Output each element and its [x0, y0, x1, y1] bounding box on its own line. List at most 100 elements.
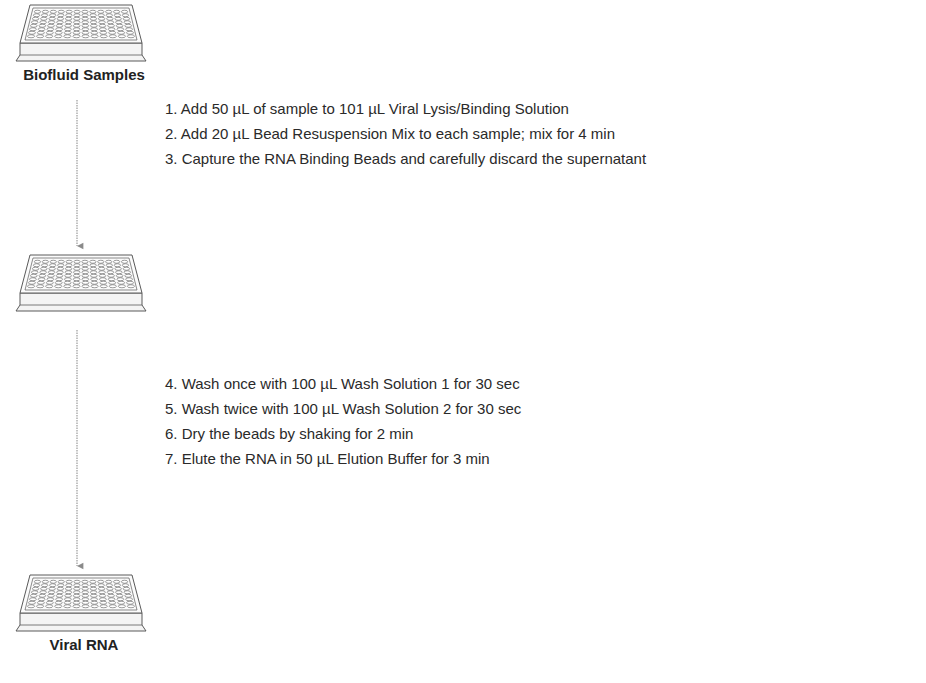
plate-label: Biofluid Samples	[12, 66, 156, 83]
plate-well	[115, 17, 122, 20]
plate-well	[122, 584, 128, 587]
plate-top	[20, 5, 142, 43]
plate-well	[64, 605, 71, 608]
plate-well	[90, 580, 96, 583]
plate-well	[98, 17, 105, 20]
plate-well	[65, 24, 72, 27]
plate-well	[82, 31, 89, 34]
plate-well	[58, 10, 64, 13]
plate-well	[100, 35, 107, 38]
plate-well	[55, 285, 62, 288]
plate-well	[82, 260, 88, 263]
plate-well	[65, 587, 72, 590]
plate-well	[65, 591, 72, 594]
plate-well	[99, 594, 106, 597]
plate-well	[41, 587, 48, 590]
plate-well	[32, 17, 39, 20]
plate-well	[50, 14, 56, 17]
plate-well	[114, 584, 120, 587]
plate-well	[118, 601, 125, 604]
plate-well	[27, 605, 34, 608]
plate-well	[58, 580, 64, 583]
plate-well	[91, 281, 98, 284]
plate-well	[126, 278, 133, 281]
plate-well	[117, 28, 124, 31]
plate-well	[90, 10, 96, 13]
plate-well	[108, 28, 115, 31]
plate-well	[40, 271, 47, 274]
plate-well	[38, 28, 45, 31]
plate-label: Viral RNA	[12, 636, 156, 653]
plate-well	[47, 598, 54, 601]
plate-well	[46, 281, 53, 284]
plate-well	[38, 598, 45, 601]
plate-well	[114, 14, 120, 17]
plate-well	[73, 21, 80, 24]
plate-well	[98, 587, 105, 590]
plate-well	[90, 584, 96, 587]
plate-well	[57, 587, 64, 590]
plate-well	[107, 591, 114, 594]
plate-well	[99, 24, 106, 27]
plate-well	[28, 601, 35, 604]
plate-well	[66, 580, 72, 583]
plate-well	[91, 605, 98, 608]
plate-well	[31, 591, 38, 594]
plate-well	[121, 10, 127, 13]
plate-well	[50, 10, 56, 13]
plate-well	[74, 587, 81, 590]
plate-well	[82, 14, 88, 17]
plate-well	[127, 605, 134, 608]
plate-well	[56, 598, 63, 601]
plate-well	[46, 601, 53, 604]
plate-well	[40, 591, 47, 594]
plate-well	[64, 278, 71, 281]
plate-well	[82, 10, 88, 13]
plate-well	[58, 260, 64, 263]
plate-well	[41, 14, 47, 17]
plate-well	[116, 594, 123, 597]
plate-well	[108, 594, 115, 597]
plate-well	[73, 274, 80, 277]
plate-node: Viral RNA	[12, 572, 156, 653]
plate-well	[34, 10, 40, 13]
plate-well	[106, 260, 112, 263]
plate-well	[90, 24, 97, 27]
plate-well	[56, 28, 63, 31]
plate-well	[64, 35, 71, 38]
plate-well	[100, 285, 107, 288]
plate-well	[56, 24, 63, 27]
plate-well	[106, 10, 112, 13]
plate-well	[64, 281, 71, 284]
plate-well	[73, 605, 80, 608]
plate-well	[29, 278, 36, 281]
plate-well	[118, 281, 125, 284]
plate-top	[20, 575, 142, 613]
plate-well	[73, 601, 80, 604]
plate-well	[99, 278, 106, 281]
plate-well	[37, 605, 44, 608]
plate-well	[117, 278, 124, 281]
plate-well	[90, 17, 97, 20]
plate-well	[113, 260, 119, 263]
plate-well	[33, 264, 39, 267]
plate-well	[90, 587, 97, 590]
plate-well	[48, 594, 55, 597]
plate-well	[49, 17, 56, 20]
plate-well	[124, 591, 131, 594]
plate-well	[65, 594, 72, 597]
plate-rim	[25, 8, 137, 40]
plate-node: Biofluid Samples	[12, 2, 156, 83]
plate-well	[90, 274, 97, 277]
plate-well	[99, 21, 106, 24]
plate-well	[82, 591, 89, 594]
plate-well	[91, 598, 98, 601]
plate-well	[123, 587, 130, 590]
plate-well	[82, 601, 89, 604]
plate-well	[127, 31, 134, 34]
plate-well	[66, 10, 72, 13]
plate-well	[55, 605, 62, 608]
plate-well	[122, 14, 128, 17]
plate-well	[113, 580, 119, 583]
plate-well	[99, 598, 106, 601]
